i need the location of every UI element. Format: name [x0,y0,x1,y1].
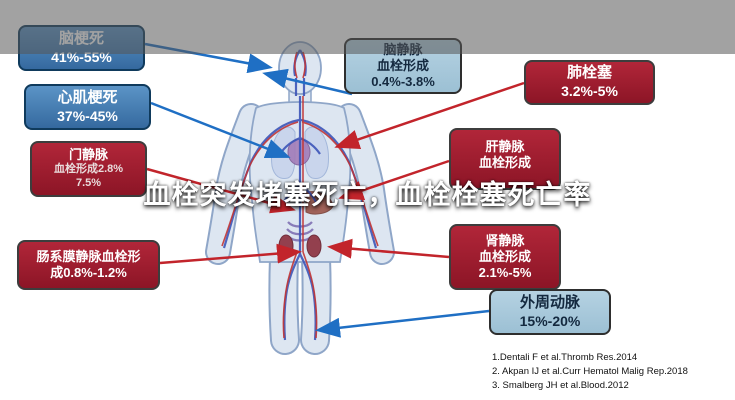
label-title: 肠系膜静脉血栓形 [36,248,141,264]
label-value: 37%-45% [57,107,118,124]
label-title: 外周动脉 [519,293,580,311]
label-value: 3.2%-5% [561,83,618,100]
label-value: 2.1%-5% [478,265,532,281]
label-myocardial-infarction: 心肌梗死 37%-45% [24,84,151,130]
label-title: 门静脉 [68,147,108,163]
label-hepatic-vein: 肝静脉 血栓形成 [449,128,561,190]
label-pulmonary-embolism: 肺栓塞 3.2%-5% [524,60,655,105]
pulmonary-arrow [334,81,525,150]
label-title: 血栓形成 [478,248,531,264]
label-title: 肾静脉 [485,232,525,248]
label-mesenteric-vein: 肠系膜静脉血栓形 成0.8%-1.2% [17,240,160,290]
label-title: 血栓形成 [478,155,531,171]
reference-item: 2. Akpan IJ et al.Curr Hematol Malig Rep… [492,365,688,377]
portal-arrow [146,167,296,214]
references-block: 1.Dentali F et al.Thromb Res.2014 2. Akp… [492,351,732,392]
label-title: 肝静脉 [485,139,525,154]
reference-item: 3. Smalberg JH et al.Blood.2012 [492,379,629,391]
hepatic-arrow [338,159,450,201]
reference-item: 1.Dentali F et al.Thromb Res.2014 [492,352,638,363]
label-title: 血栓形成 [376,57,429,73]
label-value: 15%-20% [519,312,581,329]
renal-arrow [327,238,450,259]
label-title: 肺栓塞 [566,64,612,82]
title-overlay-bar [0,0,735,54]
label-renal-vein: 肾静脉 血栓形成 2.1%-5% [449,224,561,290]
label-value: 7.5% [75,177,102,190]
label-portal-vein: 门静脉 血栓形成2.8% 7.5% [30,141,147,197]
myocardial-arrow [150,101,291,158]
mesenteric-arrow [159,243,302,265]
peripheral-arrow [315,309,490,338]
page-title: 血栓突发堵塞死亡，血栓栓塞死亡率 [143,180,592,210]
label-value: 血栓形成2.8% [53,163,124,176]
label-value: 成0.8%-1.2% [50,265,127,280]
label-title: 心肌梗死 [57,88,118,106]
label-peripheral-artery: 外周动脉 15%-20% [489,289,611,335]
label-value: 0.4%-3.8% [371,74,435,90]
cerebral-venous-arrow [262,68,353,96]
